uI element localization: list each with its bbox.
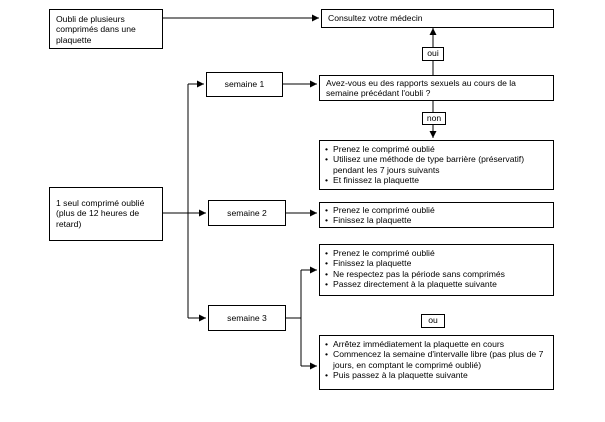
week1-action-item: Et finissez la plaquette [324,175,549,186]
node-week1-actions: Prenez le comprimé oublié Utilisez une m… [319,140,554,190]
node-several-missed-text: Oubli de plusieurs comprimés dans une pl… [56,14,136,45]
week3-option-a-item: Finissez la plaquette [324,258,549,269]
week2-action-item: Finissez la plaquette [324,215,549,226]
node-week1-text: semaine 1 [224,79,265,90]
week3-option-a-item: Prenez le comprimé oublié [324,248,549,259]
node-week3-text: semaine 3 [227,312,267,323]
node-week3: semaine 3 [208,305,286,331]
node-question: Avez-vous eu des rapports sexuels au cou… [319,75,554,101]
label-yes-text: oui [427,48,439,58]
node-one-missed: 1 seul comprimé oublié (plus de 12 heure… [49,187,163,241]
week2-action-item: Prenez le comprimé oublié [324,205,549,216]
week1-action-item: Utilisez une méthode de type barrière (p… [324,154,549,175]
node-week3-option-b: Arrêtez immédiatement la plaquette en co… [319,335,554,390]
week3-option-b-list: Arrêtez immédiatement la plaquette en co… [324,339,549,381]
week3-option-a-item: Passez directement à la plaquette suivan… [324,279,549,290]
node-week1: semaine 1 [206,72,283,97]
week2-actions-list: Prenez le comprimé oublié Finissez la pl… [324,205,549,226]
label-no-text: non [426,113,442,123]
week3-option-b-item: Commencez la semaine d'intervalle libre … [324,349,549,370]
node-week2-text: semaine 2 [227,207,267,218]
week3-option-b-item: Arrêtez immédiatement la plaquette en co… [324,339,549,350]
node-one-missed-text: 1 seul comprimé oublié (plus de 12 heure… [56,198,145,229]
node-see-doctor: Consultez votre médecin [321,9,554,28]
week1-actions-list: Prenez le comprimé oublié Utilisez une m… [324,144,549,186]
node-week2: semaine 2 [208,200,286,226]
label-or-text: ou [428,315,438,325]
week3-option-a-list: Prenez le comprimé oublié Finissez la pl… [324,248,549,290]
week3-option-b-item: Puis passez à la plaquette suivante [324,370,549,381]
week3-option-a-item: Ne respectez pas la période sans comprim… [324,269,549,280]
node-question-text: Avez-vous eu des rapports sexuels au cou… [326,78,516,99]
label-no: non [422,112,446,125]
node-week2-actions: Prenez le comprimé oublié Finissez la pl… [319,202,554,228]
node-several-missed: Oubli de plusieurs comprimés dans une pl… [49,9,163,49]
label-or: ou [421,314,445,328]
node-week3-option-a: Prenez le comprimé oublié Finissez la pl… [319,244,554,296]
node-see-doctor-text: Consultez votre médecin [328,13,423,23]
label-yes: oui [422,47,444,61]
week1-action-item: Prenez le comprimé oublié [324,144,549,155]
